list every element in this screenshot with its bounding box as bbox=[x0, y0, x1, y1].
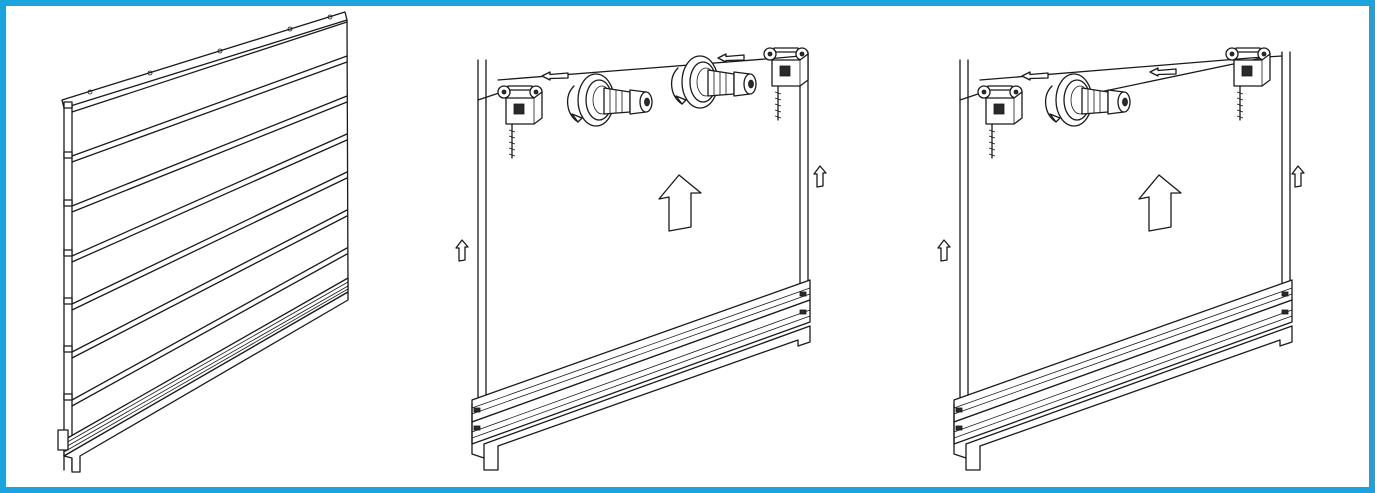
slatted-panel-drawing bbox=[57, 11, 349, 473]
dual-motor-lift-drawing bbox=[455, 47, 827, 471]
single-motor-lift-drawing bbox=[937, 47, 1305, 471]
